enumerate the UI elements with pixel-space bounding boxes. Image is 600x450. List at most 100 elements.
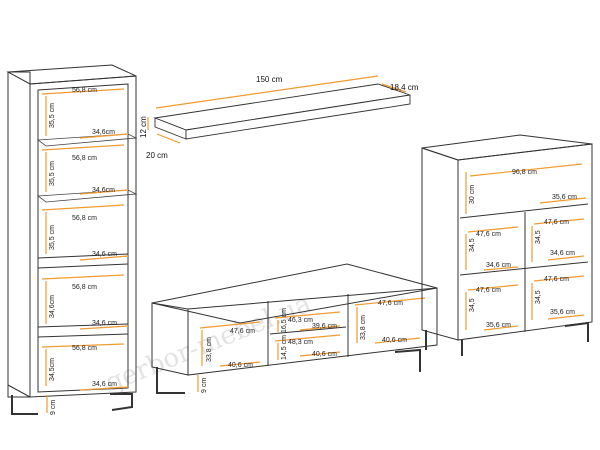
chest-dim-bl-d — [483, 325, 519, 331]
tall-label-d2: 34,6cm — [92, 187, 115, 194]
tall-label-h5: 34,5cm — [49, 358, 56, 381]
shelf-height-label: 12 cm — [139, 116, 148, 138]
tall-leg-right — [110, 393, 133, 411]
chest-top-shelf — [459, 203, 589, 219]
tall-label-w2: 56,8 cm — [72, 155, 97, 162]
chest-dim-tl-w — [467, 226, 519, 233]
chest-label-br-h: 34,5 — [535, 290, 542, 304]
shelf-length-dim — [155, 75, 379, 109]
tv-label-w-right: 47,6 cm — [378, 300, 403, 307]
tv-dim-d-right — [374, 337, 421, 344]
tall-dim-d5 — [79, 386, 129, 391]
chest-mid-shelf — [459, 261, 589, 276]
tall-label-h1: 35,5 cm — [49, 103, 56, 128]
chest-label-top-h: 30 cm — [469, 185, 476, 204]
tall-leg-left — [11, 395, 38, 415]
tv-label-w-mid-bot: 48,3 cm — [288, 339, 313, 346]
tv-leg-right — [394, 348, 421, 372]
tv-stand-front — [187, 287, 438, 376]
chest-dim-top-w — [469, 163, 583, 177]
chest-dim-tr-w — [533, 218, 585, 225]
tall-label-w3: 56,8 cm — [72, 215, 97, 222]
tall-label-d5: 34,6 cm — [92, 381, 117, 388]
tall-label-h4: 34,6cm — [49, 295, 56, 318]
tv-dim-d-mid-top — [299, 325, 341, 331]
tall-label-h3: 35,5 cm — [49, 225, 56, 250]
tv-stand: 47,6 cm 33,8 cm 40,6 cm 46,3 cm 16,5 cm … — [151, 263, 438, 394]
tv-label-d-mid-top: 39,6 cm — [312, 323, 337, 330]
chest-leg-right — [564, 321, 589, 342]
tall-cabinet-inner — [37, 83, 129, 393]
chest-side — [421, 147, 459, 341]
tall-cabinet: 56,8 cm 35,5 cm 34,6cm 56,8 cm 35,5 cm 3… — [6, 64, 138, 415]
tall-dim-d4 — [79, 325, 129, 330]
tv-label-h-right: 33,8 cm — [360, 315, 367, 340]
tall-label-w1: 56,8 cm — [72, 87, 97, 94]
tv-dim-w-right — [354, 297, 426, 306]
tv-dim-w-mid — [274, 311, 341, 319]
tall-dim-w5 — [41, 343, 125, 348]
tv-label-w-mid: 46,3 cm — [288, 317, 313, 324]
tv-label-leg: 9 cm — [201, 378, 208, 393]
tall-dim-w4 — [41, 274, 125, 280]
tv-dim-d-mid-bot — [299, 351, 341, 357]
chest-label-tr-h: 34,5 — [535, 230, 542, 244]
tall-cabinet-base-edge — [7, 384, 31, 398]
tall-cabinet-side — [7, 71, 31, 398]
chest-dim-tr-d — [547, 255, 585, 261]
chest-label-top-w: 96,8 cm — [512, 169, 537, 176]
tv-dim-w-left — [199, 321, 261, 329]
shelf-depth-label: 18,4 cm — [390, 83, 419, 92]
tall-label-w4: 56,8 cm — [72, 284, 97, 291]
chest-label-tl-w: 47,6 cm — [476, 231, 501, 238]
chest-dim-br-w — [533, 275, 585, 282]
tall-label-leg: 9 cm — [50, 400, 57, 415]
shelf-depth-dim — [381, 83, 407, 93]
chest-label-bl-h: 34,5 — [469, 298, 476, 312]
tv-label-d-mid-bot: 40,6 cm — [312, 351, 337, 358]
tall-dim-w1 — [41, 88, 125, 95]
wall-shelf: 150 cm 18,4 cm 12 cm 20 cm — [139, 75, 419, 160]
wood-shelf-2b — [37, 333, 129, 338]
chest-label-br-w: 47,6 cm — [544, 276, 569, 283]
tv-dim-w-mid-bot — [274, 334, 341, 342]
chest-label-tr-d: 34,6 cm — [550, 250, 575, 257]
chest-label-bl-w: 47,6 cm — [476, 287, 501, 294]
tall-dim-d1 — [79, 133, 129, 139]
chest-label-bl-d: 35,6 cm — [486, 322, 511, 329]
tall-dim-w3 — [41, 204, 125, 211]
tall-dim-d3 — [79, 255, 129, 261]
tv-label-d-right: 40,6 cm — [382, 337, 407, 344]
tall-dim-w2 — [41, 144, 125, 151]
chest-dim-bl-w — [467, 284, 519, 291]
tv-label-h-mid-top: 16,5 cm — [281, 308, 288, 333]
chest-front — [457, 143, 593, 341]
tall-label-d3: 34,6 cm — [92, 251, 117, 258]
chest: 96,8 cm 30 cm 35,6 cm 47,6 cm 34,5 34,6 … — [421, 134, 593, 356]
tall-label-d4: 34,6 cm — [92, 320, 117, 327]
tv-label-d-left: 40,6 cm — [228, 362, 253, 369]
tall-label-w5: 56,8 cm — [72, 345, 97, 352]
tv-leg-left — [156, 367, 185, 394]
chest-label-tl-h: 34,5 — [469, 238, 476, 252]
shelf-wall-depth-dim — [156, 133, 181, 144]
tv-mid-shelf — [269, 326, 347, 335]
tall-dim-d2 — [79, 189, 129, 195]
chest-dim-tl-d — [483, 266, 519, 271]
glass-shelf-1 — [36, 133, 138, 147]
tv-dim-d-left — [219, 361, 261, 367]
shelf-length-label: 150 cm — [256, 75, 283, 84]
chest-dim-top-d — [539, 197, 587, 204]
chest-label-br-d: 35,6 cm — [550, 309, 575, 316]
chest-dim-br-d — [547, 314, 585, 320]
wood-shelf-1b — [37, 263, 129, 269]
chest-label-top-d: 35,6 cm — [552, 194, 577, 201]
tall-label-d1: 34,6cm — [92, 129, 115, 136]
tall-label-h2: 35,5 cm — [49, 161, 56, 186]
shelf-wall-depth-label: 20 cm — [146, 151, 168, 160]
wood-shelf-2 — [37, 323, 129, 328]
wood-shelf-1 — [37, 253, 129, 259]
tv-label-h-mid-bot: 14,5 cm — [281, 335, 288, 360]
glass-shelf-2 — [36, 189, 138, 203]
